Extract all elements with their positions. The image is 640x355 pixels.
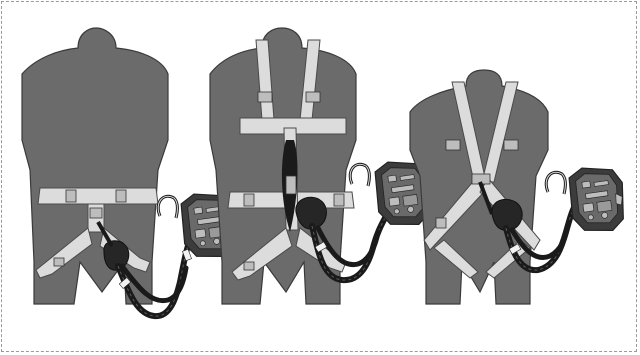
harness-webbing-icon xyxy=(38,188,158,204)
carabiner-icon xyxy=(350,164,369,186)
via-ferrata-trolley-icon xyxy=(566,163,629,236)
carabiner-icon xyxy=(158,196,177,218)
panel-full-body-harness-front xyxy=(210,28,435,304)
panel-sit-harness xyxy=(22,28,241,316)
carabiner-icon xyxy=(546,172,565,194)
panel-full-body-harness-back xyxy=(410,70,629,304)
